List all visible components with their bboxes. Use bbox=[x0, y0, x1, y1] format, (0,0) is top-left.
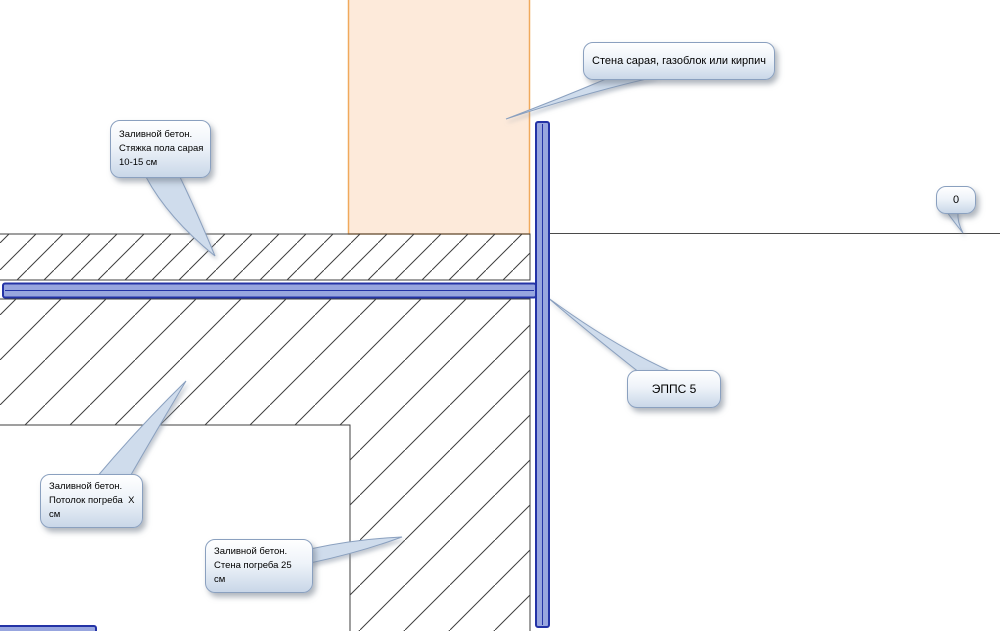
callout-cellar-wall: Заливной бетон. Стена погреба 25 см bbox=[205, 539, 313, 593]
callout-tail-screed bbox=[145, 172, 216, 257]
callout-epps-text: ЭППС 5 bbox=[651, 382, 697, 396]
callout-shed-wall: Стена сарая, газоблок или кирпич bbox=[583, 42, 775, 80]
callout-cellar-ceiling-line3: см bbox=[49, 509, 61, 521]
callout-cellar-wall-line3: см bbox=[214, 574, 226, 586]
floor-screed-shape bbox=[0, 233, 531, 281]
callout-tail-cellar-wall bbox=[309, 536, 403, 564]
callout-ground-zero: 0 bbox=[936, 186, 976, 214]
callout-shed-wall-text: Стена сарая, газоблок или кирпич bbox=[592, 55, 766, 67]
callout-cellar-ceiling: Заливной бетон. Потолок погреба X см bbox=[40, 474, 143, 528]
callout-cellar-wall-line2: Стена погреба 25 bbox=[214, 559, 292, 571]
callout-tail-shed-wall bbox=[505, 76, 656, 120]
callout-floor-screed: Заливной бетон. Стяжка пола сарая 10-15 … bbox=[110, 120, 211, 178]
callout-cellar-ceiling-line1: Заливной бетон. bbox=[49, 480, 123, 492]
callout-tail-ground-zero bbox=[946, 211, 964, 234]
callout-tail-epps bbox=[546, 296, 673, 374]
bottom-left-insulation-shape bbox=[0, 625, 97, 631]
cellar-ceiling-and-wall-shape bbox=[0, 298, 531, 631]
callout-floor-screed-line3: 10-15 см bbox=[119, 157, 158, 169]
callout-floor-screed-line2: Стяжка пола сарая bbox=[119, 142, 204, 154]
callout-cellar-ceiling-line2: Потолок погреба X bbox=[49, 494, 135, 506]
callout-tails bbox=[94, 76, 964, 564]
callout-floor-screed-line1: Заливной бетон. bbox=[119, 128, 193, 140]
callout-cellar-wall-line1: Заливной бетон. bbox=[214, 545, 288, 557]
callout-ground-zero-text: 0 bbox=[952, 194, 960, 206]
shed-wall-shape bbox=[347, 0, 531, 235]
horizontal-insulation-shape bbox=[2, 282, 537, 299]
callout-tail-cellar-ceiling bbox=[94, 380, 187, 481]
callout-epps: ЭППС 5 bbox=[627, 370, 721, 408]
vertical-insulation-shape bbox=[535, 121, 550, 628]
